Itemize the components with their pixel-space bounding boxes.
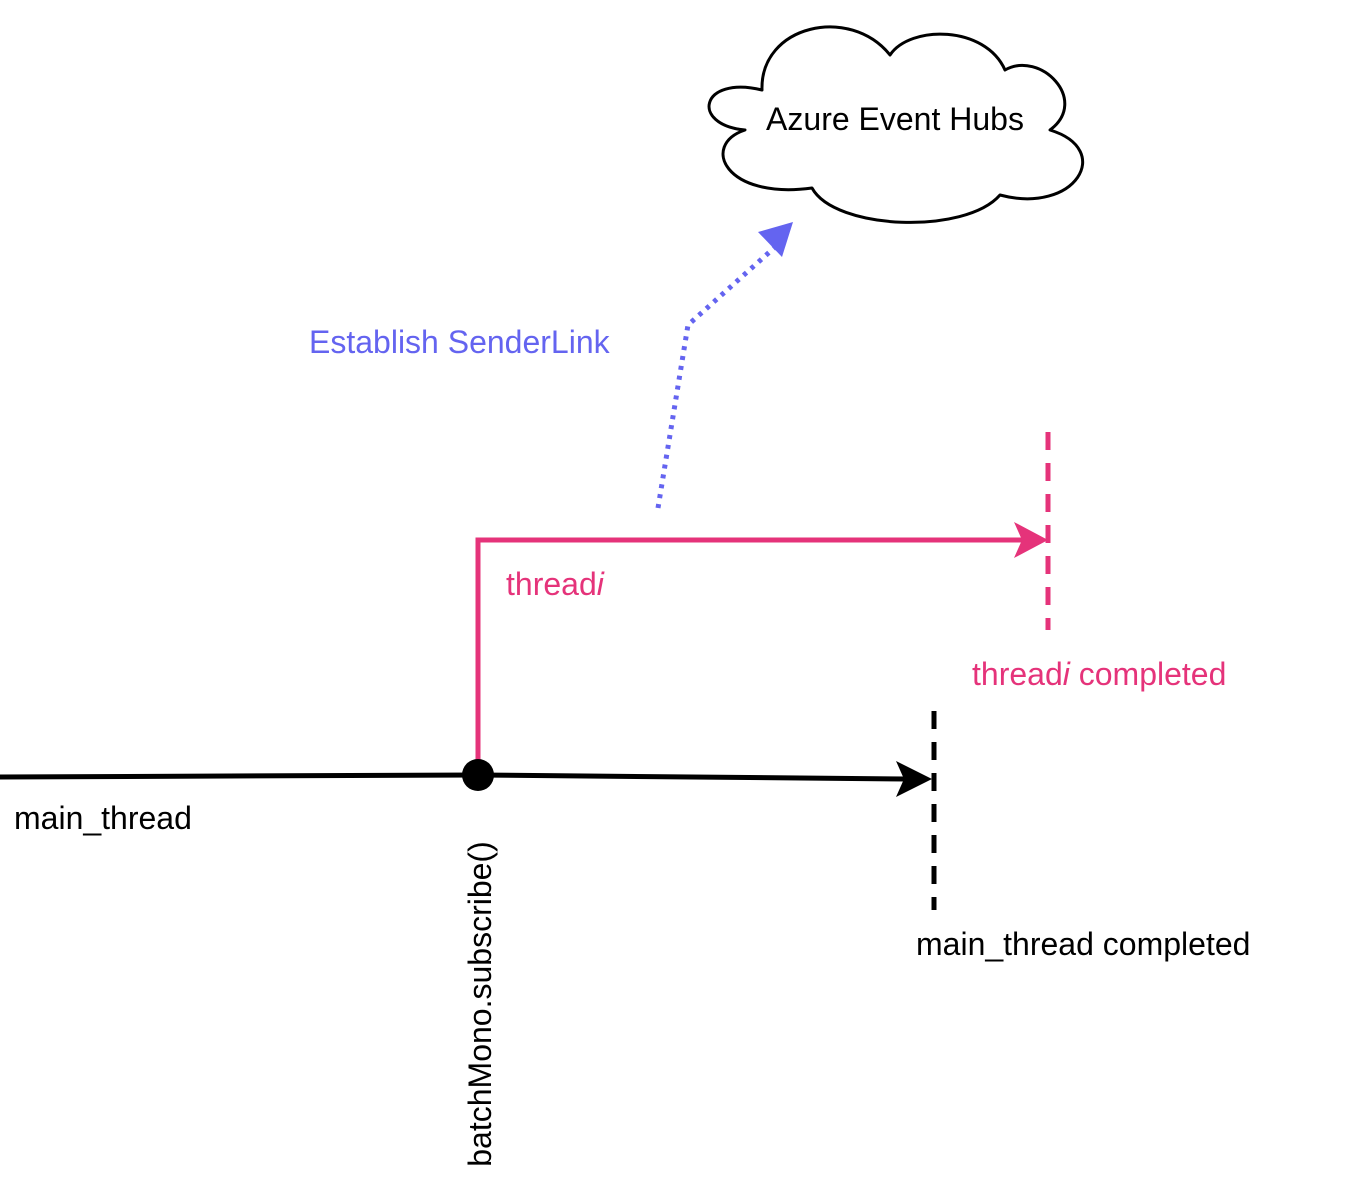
main-thread-line-left [0, 772, 479, 780]
sender-link-label: Establish SenderLink [309, 324, 610, 360]
thread-label-index: i [596, 566, 604, 602]
main-thread-completed-label: main_thread completed [916, 926, 1251, 962]
main-thread-label: main_thread [14, 800, 192, 836]
thread-completed-label: threadi completed [972, 656, 1226, 692]
thread-line [475, 537, 1024, 772]
subscribe-call-label: batchMono.subscribe() [462, 841, 498, 1167]
thread-completed-suffix: completed [1069, 656, 1227, 692]
thread-completed-prefix: thread [972, 656, 1063, 692]
sender-link-connector [655, 246, 776, 509]
thread-arrowhead [1014, 522, 1048, 558]
cloud-label: Azure Event Hubs [766, 101, 1024, 137]
thread-label: threadi [506, 566, 604, 602]
main-thread-arrowhead [896, 761, 932, 797]
main-thread-line-right [477, 772, 907, 782]
cloud-shape [707, 25, 1085, 224]
subscribe-point [462, 759, 494, 791]
sender-link-arrowhead [758, 222, 793, 257]
thread-label-prefix: thread [506, 566, 597, 602]
thread-completed-index: i [1062, 656, 1070, 692]
